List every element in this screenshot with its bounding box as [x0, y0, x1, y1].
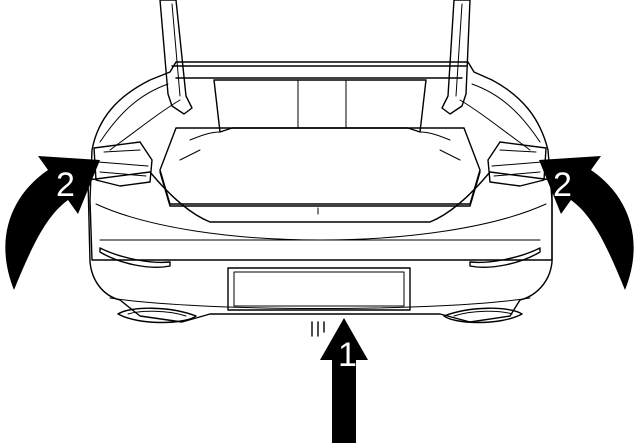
callout-2-left-label: 2 — [56, 166, 75, 204]
callout-1-label: 1 — [338, 336, 357, 374]
callout-1-arrow: 1 — [320, 318, 368, 443]
callout-2-right-label: 2 — [553, 166, 572, 204]
rear-bumper — [87, 171, 553, 337]
callout-2-right-arrow: 2 — [539, 156, 634, 290]
car-body — [89, 0, 553, 261]
callout-2-left-arrow: 2 — [5, 156, 100, 290]
